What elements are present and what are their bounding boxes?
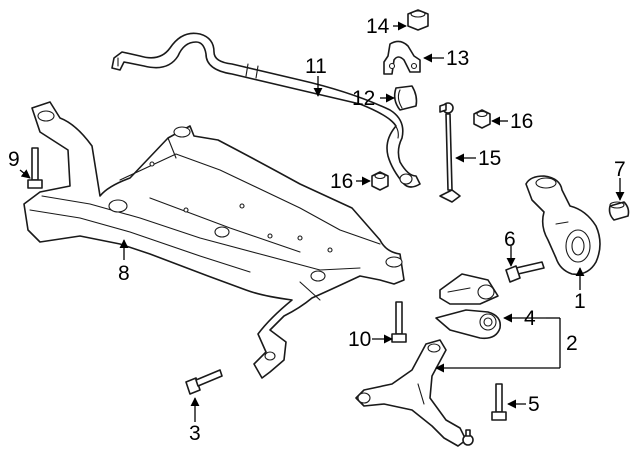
callout-6: 6 <box>504 228 516 251</box>
subframe-bolt <box>27 147 43 189</box>
callout-10: 10 <box>348 328 371 351</box>
control-arm-bolt <box>491 383 507 421</box>
callout-1: 1 <box>574 290 586 313</box>
lower-control-arm <box>355 339 474 447</box>
callout-13: 13 <box>446 47 469 70</box>
subframe-front-bolt <box>185 369 223 395</box>
bushing-bracket <box>383 40 421 75</box>
callout-4: 4 <box>524 307 536 330</box>
callout-16-upper: 16 <box>510 110 533 133</box>
control-arm-bushing-rear <box>439 273 499 305</box>
bracket-nut <box>407 9 429 31</box>
callout-7: 7 <box>614 158 626 181</box>
leader-lines <box>19 21 625 422</box>
callout-5: 5 <box>528 393 540 416</box>
callout-14: 14 <box>366 15 390 38</box>
subframe-rear-bolt <box>391 301 407 343</box>
stabilizer-bushing <box>393 85 418 111</box>
subframe <box>23 101 405 379</box>
callout-2: 2 <box>566 332 578 355</box>
knuckle-bushing <box>608 201 630 221</box>
steering-knuckle <box>525 175 601 276</box>
stabilizer-link <box>439 102 461 203</box>
callout-11: 11 <box>305 55 327 78</box>
link-nut-lower <box>371 171 389 191</box>
link-nut-upper <box>473 109 491 129</box>
callout-15: 15 <box>478 147 501 170</box>
callout-9: 9 <box>8 148 20 171</box>
callout-8: 8 <box>118 262 130 285</box>
callout-16-lower: 16 <box>330 170 353 193</box>
callout-3: 3 <box>189 422 201 445</box>
callout-labels: 1 2 3 4 5 6 7 8 9 10 11 12 13 14 15 16 1… <box>8 15 626 445</box>
control-arm-bushing-front <box>435 309 502 340</box>
stabilizer-bar <box>111 32 421 188</box>
knuckle-bolt <box>505 261 545 283</box>
callout-12: 12 <box>352 87 375 110</box>
